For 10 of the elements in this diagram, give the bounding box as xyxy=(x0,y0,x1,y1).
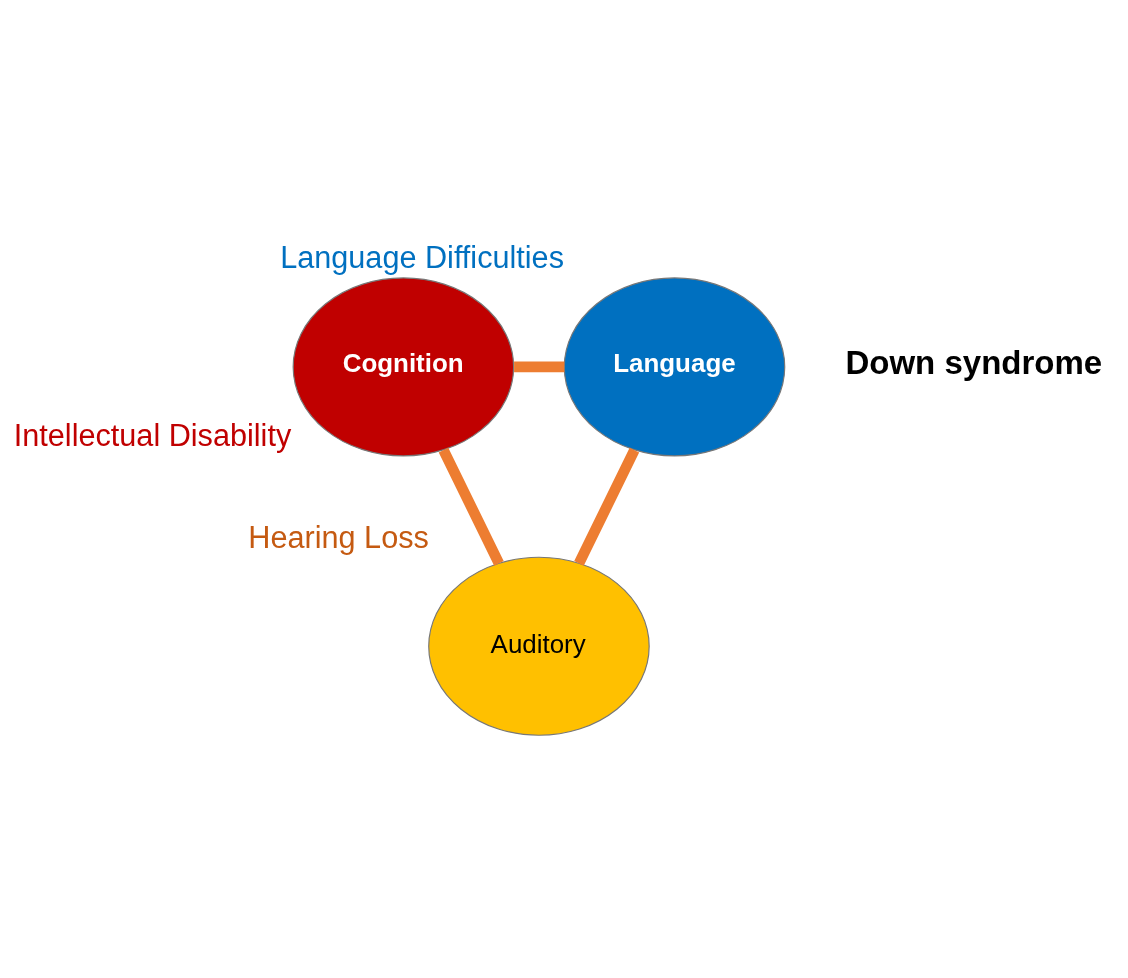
connector xyxy=(574,447,640,566)
node-label: Intellectual Disability xyxy=(13,417,292,452)
label: Down syndrome xyxy=(845,343,1103,381)
node-label: Hearing Loss xyxy=(248,519,429,554)
node-ellipse: Cognition xyxy=(292,276,515,456)
node-ellipse: Language xyxy=(563,276,786,456)
node-label: Language Difficulties xyxy=(280,239,564,274)
node-ellipse: Auditory xyxy=(428,556,650,736)
connector xyxy=(514,361,565,372)
connector xyxy=(438,447,504,566)
